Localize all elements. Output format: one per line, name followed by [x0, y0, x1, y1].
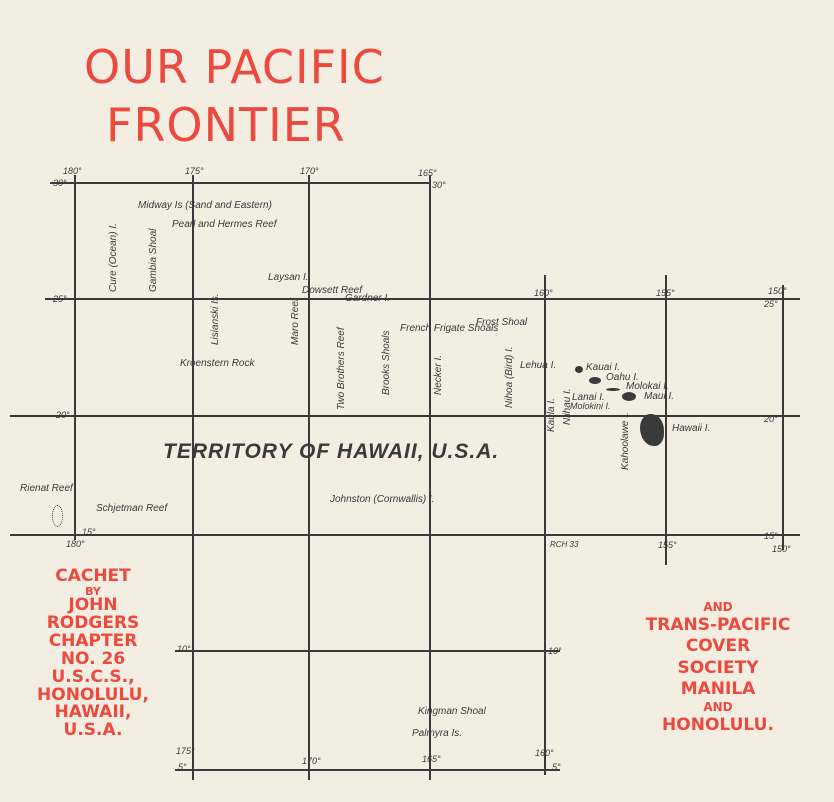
deg-label: 170°	[300, 166, 319, 176]
credit-line: HAWAII,	[54, 702, 132, 723]
place-laysan: Laysan I.	[268, 272, 309, 283]
place-kroenstern: Kroenstern Rock	[180, 358, 255, 369]
place-nihoa: Nihoa (Bird) I.	[504, 346, 515, 408]
place-lisianski: Lisianski Is.	[210, 293, 221, 345]
credit-line: TRANS-PACIFIC	[645, 615, 791, 635]
deg-label: 15°	[764, 531, 778, 541]
oahu-shape	[589, 377, 601, 384]
deg-label: 30°	[432, 180, 446, 190]
place-maui: Maui I.	[644, 391, 675, 402]
deg-label: 150°	[772, 544, 791, 554]
deg-label: 160°	[534, 288, 553, 298]
deg-label: 5°	[178, 762, 187, 772]
deg-label: 155°	[658, 540, 677, 550]
place-johnston: Johnston (Cornwallis) I.	[330, 494, 435, 505]
credit-line: BY	[85, 584, 101, 598]
place-necker: Necker I.	[433, 354, 444, 395]
place-palmyra: Palmyra Is.	[412, 728, 463, 739]
place-brooks: Brooks Shoals	[381, 330, 392, 395]
place-gambia: Gambia Shoal	[148, 228, 159, 292]
place-schjetman: Schjetman Reef	[96, 503, 168, 514]
society-credit: AND TRANS-PACIFIC COVER SOCIETY MANILA A…	[618, 600, 818, 736]
deg-label: 5°	[552, 762, 561, 772]
deg-label: 30°	[53, 178, 67, 188]
deg-label: 165°	[418, 168, 437, 178]
deg-label: 180°	[63, 166, 82, 176]
credit-line: AND	[703, 700, 733, 714]
deg-label: 175°	[185, 166, 204, 176]
place-kingman: Kingman Shoal	[418, 706, 486, 717]
deg-label: 175°	[176, 746, 195, 756]
place-frost: Frost Shoal	[476, 317, 528, 328]
place-two-brothers: Two Brothers Reef	[336, 327, 347, 410]
place-molokai: Molokai I.	[626, 381, 669, 392]
place-kaula: Kaula I.	[546, 398, 557, 432]
deg-label: 25°	[53, 294, 67, 304]
deg-label: 15°	[82, 527, 96, 537]
deg-label: 10°	[177, 644, 191, 654]
credit-line: RODGERS	[46, 613, 140, 634]
credit-line: JOHN	[68, 595, 118, 616]
place-niihau: Niihau I.	[562, 388, 573, 425]
place-lanai: Lanai I.	[572, 392, 605, 403]
place-lehua: Lehua I.	[520, 360, 557, 371]
deg-label: 170°	[302, 756, 321, 766]
deg-label: 150°	[768, 286, 787, 296]
place-molokini: Molokini I.	[570, 401, 611, 411]
credit-line: HONOLULU,	[37, 684, 149, 705]
place-maro: Maro Reef	[290, 298, 301, 345]
place-dowsett: Dowsett Reef	[302, 285, 363, 296]
deg-label: RCH 33	[550, 540, 579, 549]
deg-label: 165°	[422, 754, 441, 764]
place-rienat: Rienat Reef	[20, 483, 73, 494]
reef-shape	[52, 505, 63, 527]
credit-line: U.S.A.	[63, 720, 123, 741]
territory-label: TERRITORY OF HAWAII, U.S.A.	[163, 440, 500, 463]
deg-label: 20°	[56, 410, 70, 420]
credit-line: CACHET	[55, 566, 131, 586]
place-midway: Midway Is (Sand and Eastern)	[138, 200, 272, 211]
cachet-credit: CACHET BY JOHN RODGERS CHAPTER NO. 26 U.…	[8, 566, 178, 741]
molokai-shape	[606, 388, 620, 391]
place-kauai: Kauai I.	[586, 362, 620, 373]
kauai-shape	[575, 366, 583, 373]
place-hawaii: Hawaii I.	[672, 423, 711, 434]
credit-line: MANILA	[680, 678, 756, 699]
deg-label: 20°	[764, 414, 778, 424]
deg-label: 25°	[764, 299, 778, 309]
hawaii-island-shape	[640, 414, 664, 446]
place-french-frigate: French Frigate Shoals	[400, 323, 499, 334]
place-pearl-hermes: Pearl and Hermes Reef	[172, 219, 277, 230]
maui-shape	[622, 392, 636, 401]
deg-label: 160°	[535, 748, 554, 758]
credit-line: HONOLULU.	[662, 715, 774, 735]
deg-label: 180°	[66, 539, 85, 549]
deg-label: 10°	[548, 646, 562, 656]
place-cure: Cure (Ocean) I.	[108, 223, 119, 292]
place-oahu: Oahu I.	[606, 372, 639, 383]
title-line-2: FRONTIER	[106, 98, 346, 152]
credit-line: AND	[703, 600, 733, 614]
title-line-1: OUR PACIFIC	[84, 40, 385, 94]
place-gardner: Gardner I.	[345, 293, 391, 304]
credit-line: SOCIETY	[677, 657, 759, 678]
credit-line: NO. 26	[60, 648, 126, 669]
credit-line: CHAPTER	[48, 631, 138, 652]
deg-label: 155°	[656, 288, 675, 298]
place-kahoolawe: Kahoolawe I.	[620, 412, 631, 470]
credit-line: U.S.C.S.,	[51, 666, 135, 687]
credit-line: COVER	[685, 636, 751, 657]
